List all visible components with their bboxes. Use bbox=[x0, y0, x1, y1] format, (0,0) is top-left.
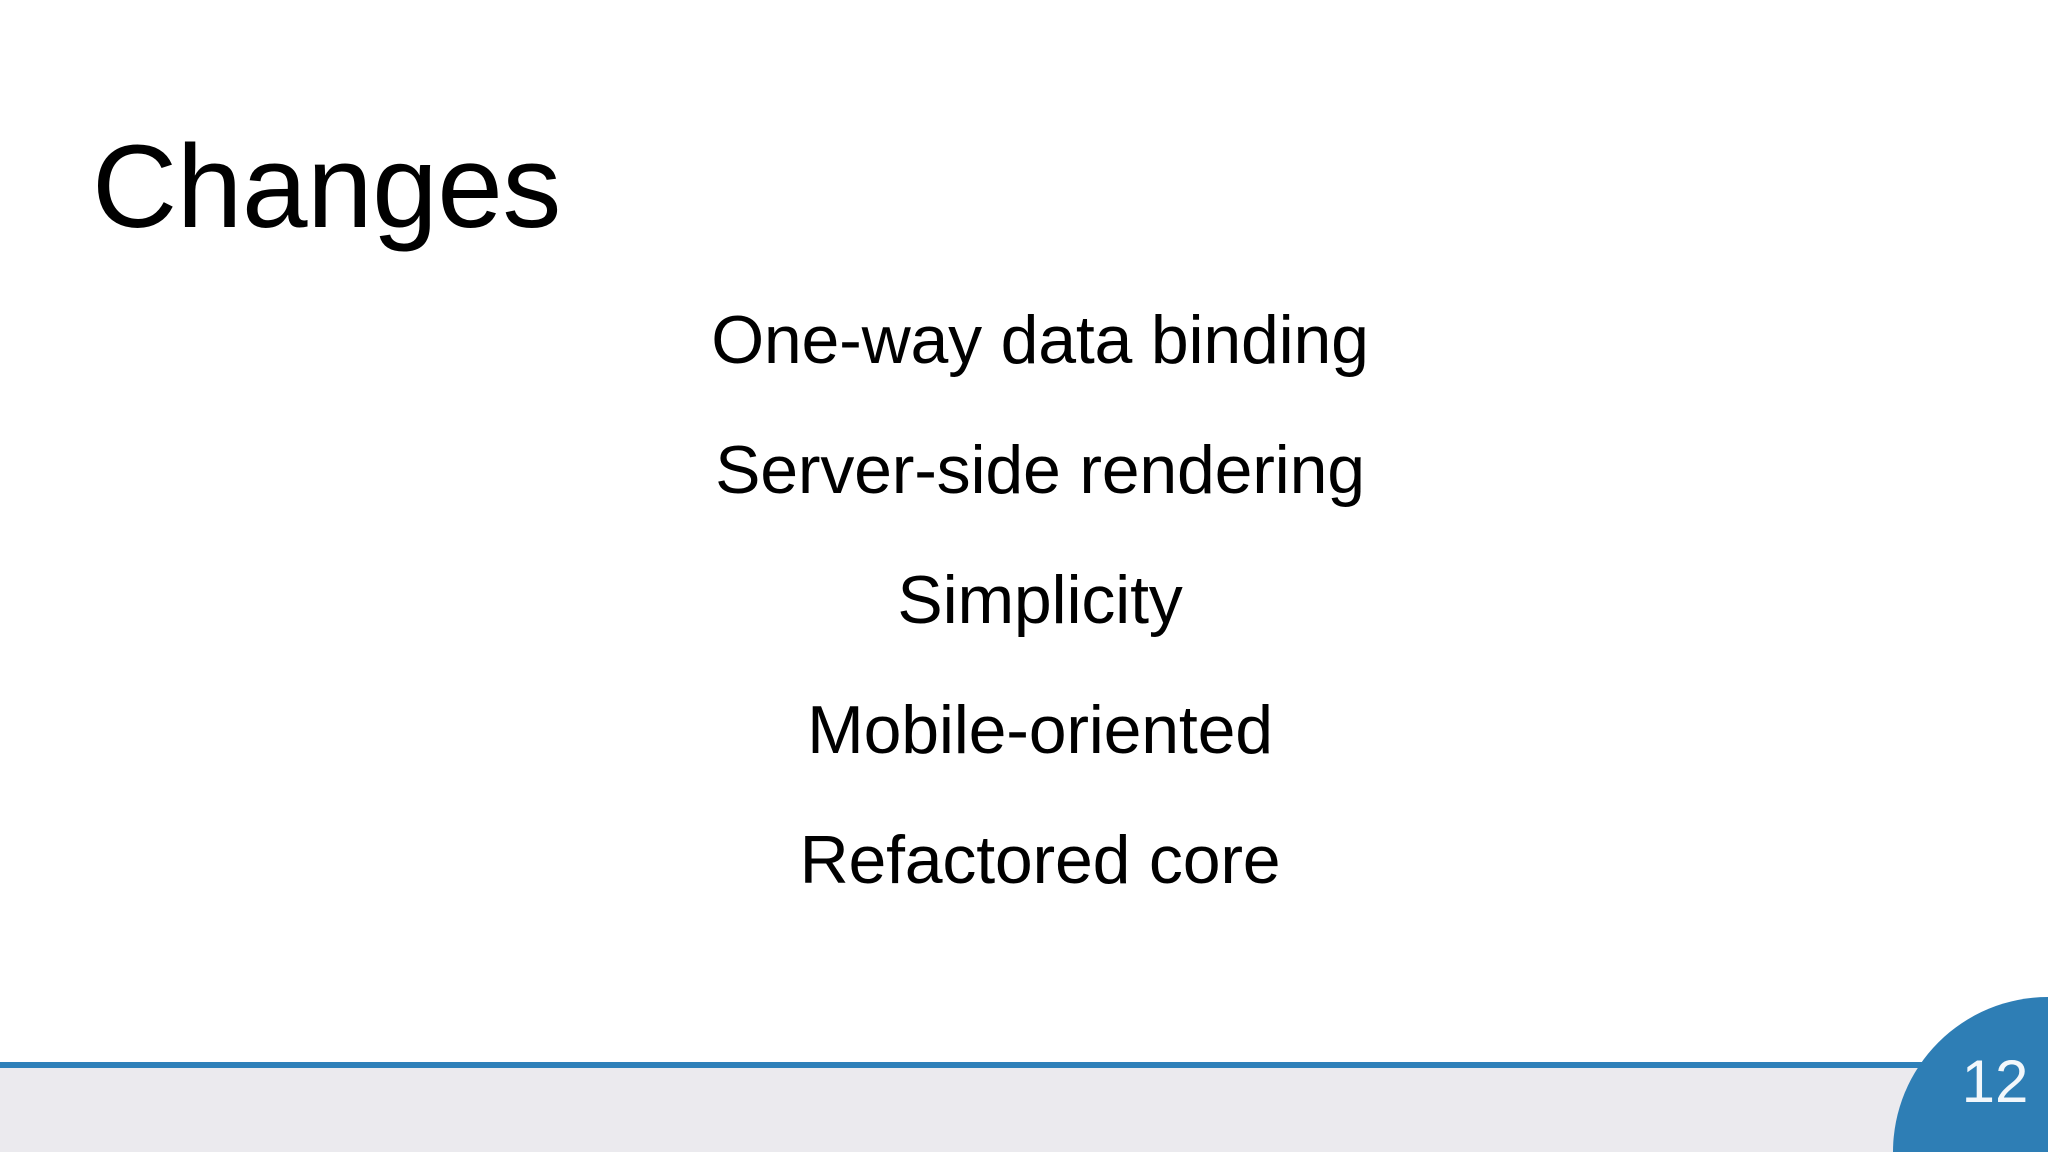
body-line-server-side-rendering: Server-side rendering bbox=[715, 432, 1365, 508]
body-line-refactored-core: Refactored core bbox=[799, 822, 1281, 898]
page-number: 12 bbox=[1961, 1048, 2029, 1115]
footer-divider-rule bbox=[0, 1062, 2048, 1068]
body-line-mobile-oriented: Mobile-oriented bbox=[807, 692, 1273, 768]
slide-body-list: One-way data binding Server-side renderi… bbox=[360, 306, 1720, 894]
slide-title: Changes bbox=[92, 121, 561, 254]
footer-band bbox=[0, 1068, 2048, 1152]
body-line-one-way-data-binding: One-way data binding bbox=[711, 302, 1369, 378]
body-line-simplicity: Simplicity bbox=[897, 562, 1183, 638]
